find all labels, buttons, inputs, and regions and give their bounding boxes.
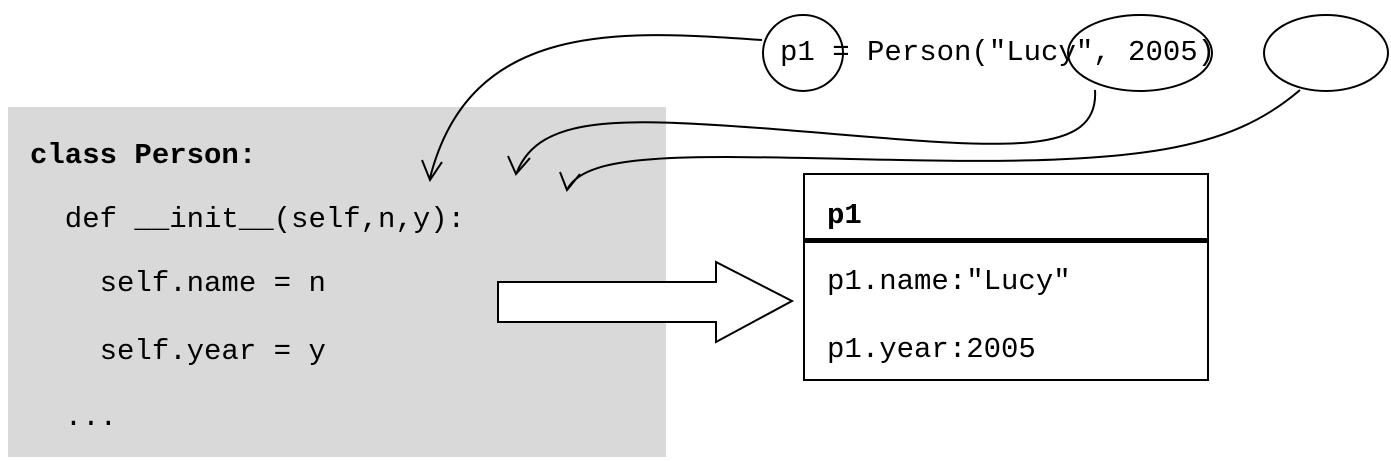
circle-2005 [1263, 14, 1389, 92]
object-title: p1 [827, 199, 862, 232]
object-attribute-name: p1.name:"Lucy" [827, 265, 1071, 298]
code-line-ellipsis: ... [30, 401, 118, 434]
object-instance-box: p1 p1.name:"Lucy" p1.year:2005 [803, 173, 1209, 381]
class-code-panel: class Person: def __init__(self,n,y): se… [8, 107, 666, 457]
code-line-init: def __init__(self,n,y): [30, 203, 466, 236]
constructor-call: p1 = Person("Lucy", 2005) [780, 36, 1216, 69]
code-line-name: self.name = n [30, 267, 326, 300]
object-attribute-year: p1.year:2005 [827, 333, 1036, 366]
code-line-year: self.year = y [30, 335, 326, 368]
code-line-class: class Person: [30, 139, 257, 172]
object-header: p1 [805, 175, 1207, 243]
